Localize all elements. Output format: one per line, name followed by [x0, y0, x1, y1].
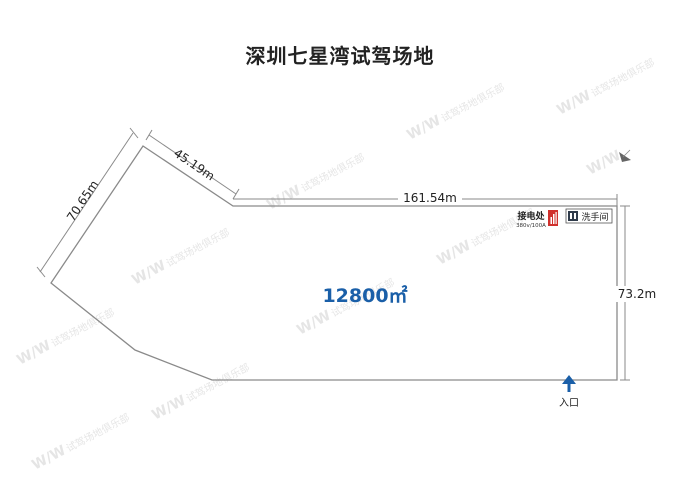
entrance-label: 入口 — [559, 398, 579, 409]
watermark: W/W 试驾场地俱乐部 — [29, 410, 132, 474]
watermark-logo: W/W — [264, 183, 303, 214]
watermark-text: 试驾场地俱乐部 — [299, 150, 367, 194]
restroom-sign — [565, 208, 613, 224]
watermark: W/W 试驾场地俱乐部 — [149, 360, 252, 424]
entrance-arrow-icon — [562, 375, 576, 392]
watermark: W/W 试驾场地俱乐部 — [14, 305, 116, 369]
watermark-text: 试驾场地俱乐部 — [184, 360, 252, 404]
area-label: 12800㎡ — [322, 284, 407, 307]
watermark-logo: W/W — [129, 258, 168, 289]
watermark-logo: W/W — [14, 338, 53, 369]
dimension-line-top-short — [145, 129, 240, 200]
watermark: W/W — [584, 148, 623, 179]
watermark-logo: W/W — [554, 88, 593, 119]
watermark-logo: W/W — [434, 238, 473, 269]
watermark: W/W 试驾场地俱乐部 — [129, 225, 232, 289]
watermark-logo: W/W — [404, 113, 443, 144]
power-icon — [548, 210, 558, 226]
dimension-label-right: 73.2m — [618, 287, 656, 301]
north-arrow-icon — [619, 149, 631, 162]
dimension-label-top-short: 45.19m — [171, 146, 217, 183]
watermark-logo: W/W — [584, 148, 623, 179]
watermark-logo: W/W — [149, 393, 188, 424]
watermark-group: W/W 试驾场地俱乐部 W/W 试驾场地俱乐部 W/W 试驾场地俱乐部 W/W … — [14, 55, 657, 474]
dimension-label-top-long: 161.54m — [403, 191, 457, 205]
dimension-label-bg — [612, 286, 658, 302]
watermark-text: 试驾场地俱乐部 — [64, 410, 132, 454]
watermark-logo: W/W — [29, 443, 68, 474]
page-title: 深圳七星湾试驾场地 — [245, 44, 435, 68]
watermark: W/W 试驾场地俱乐部 — [554, 55, 657, 119]
watermark-logo: W/W — [294, 308, 333, 339]
watermark: W/W 试驾场地俱乐部 — [264, 150, 367, 214]
dimension-line-top-left — [36, 127, 139, 278]
power-station-label: 接电处 — [517, 210, 545, 222]
watermark-text: 试驾场地俱乐部 — [164, 225, 232, 269]
restroom-label: 洗手间 — [581, 211, 608, 223]
site-boundary — [50, 145, 618, 381]
dimension-label-bg — [398, 189, 462, 205]
power-station-spec: 380v/100A — [516, 223, 546, 229]
watermark-text: 试驾场地俱乐部 — [439, 80, 507, 124]
watermark-text: 试驾场地俱乐部 — [589, 55, 657, 99]
watermark: W/W 试驾场地俱乐部 — [404, 80, 507, 144]
